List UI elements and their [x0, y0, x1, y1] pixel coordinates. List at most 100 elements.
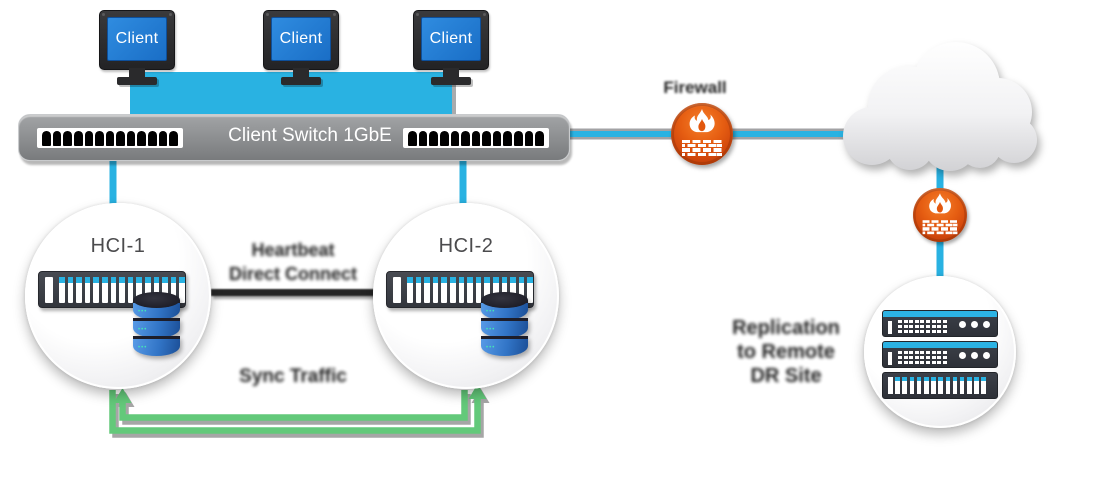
drive-slot — [959, 377, 965, 394]
vent-hole — [903, 324, 908, 329]
drive-slot — [162, 276, 168, 303]
client-switch: Client Switch 1GbE — [18, 114, 570, 161]
vent-hole — [914, 320, 919, 324]
vent-hole — [925, 320, 930, 324]
drive-slot — [179, 276, 185, 303]
hci-2-label: HCI-2 — [438, 235, 494, 257]
client-screen: Client — [421, 17, 481, 61]
switch-port — [418, 131, 428, 146]
switch-port — [461, 131, 470, 146]
vent-hole — [914, 329, 919, 334]
switch-port — [524, 131, 534, 146]
drive-slot — [432, 276, 439, 303]
vent-hole — [925, 329, 930, 334]
vent-hole — [920, 324, 925, 329]
vent-hole — [925, 355, 930, 360]
drive-slot — [144, 276, 151, 303]
switch-port — [42, 131, 51, 146]
vent-hole — [920, 355, 925, 360]
vent-hole — [925, 351, 930, 355]
switch-port — [116, 131, 125, 146]
drive-slot — [110, 276, 117, 303]
rack-server-icon — [882, 372, 998, 399]
status-light — [983, 321, 990, 328]
vent-hole — [925, 324, 930, 329]
drive-slot — [518, 276, 525, 303]
uplink-left — [109, 156, 117, 206]
database-icon: ••• ••• ••• — [133, 292, 180, 358]
switch-port-group-left — [37, 128, 183, 148]
drive-slot — [119, 276, 125, 303]
switch-port-group-right — [403, 128, 549, 148]
drive-slot — [945, 377, 951, 394]
switch-port — [126, 131, 136, 146]
switch-port — [105, 131, 115, 146]
vent-hole — [914, 351, 919, 355]
vent-hole — [903, 351, 908, 355]
drive-slot — [501, 276, 508, 303]
vent-hole — [898, 329, 902, 334]
client-monitor-2: Client — [263, 10, 339, 85]
switch-port — [450, 131, 460, 146]
switch-port — [429, 131, 438, 146]
switch-port — [73, 131, 83, 146]
remote-node — [864, 276, 1016, 428]
vent-hole — [914, 360, 919, 365]
vent-hole — [931, 351, 936, 355]
drive-slot — [449, 276, 456, 303]
drive-slot — [424, 276, 430, 303]
monitor-stand — [129, 68, 145, 79]
vent-hole — [898, 355, 902, 360]
switch-port — [503, 131, 513, 146]
drive-slot — [902, 377, 907, 394]
vent-hole — [903, 360, 908, 365]
vent-hole — [942, 324, 947, 329]
drive-slot — [127, 276, 134, 303]
drive-slot — [170, 276, 177, 303]
database-icon: ••• ••• ••• — [481, 292, 528, 358]
switch-port — [63, 131, 72, 146]
drive-slot — [916, 377, 922, 394]
vent-hole — [903, 355, 908, 360]
hci-1-label: HCI-1 — [90, 235, 146, 257]
vent-hole — [903, 329, 908, 334]
drive-slot — [67, 276, 74, 303]
client-screen: Client — [271, 17, 331, 61]
vent-hole — [942, 329, 947, 334]
vent-hole — [925, 360, 930, 365]
sync-arrows — [109, 384, 487, 434]
status-light — [971, 352, 978, 359]
vent-hole — [909, 329, 914, 334]
switch-label: Client Switch 1GbE — [228, 125, 392, 146]
client-label: Client — [279, 30, 323, 47]
rack-server-icon — [882, 310, 998, 337]
drive-slot — [492, 276, 499, 303]
drive-slot — [59, 276, 65, 303]
drive-slot — [527, 276, 533, 303]
vent-hole — [920, 360, 925, 365]
drive-slot — [441, 276, 447, 303]
switch-port — [482, 131, 491, 146]
vent-hole — [931, 360, 936, 365]
vent-hole — [898, 320, 902, 324]
firewall-icon-2 — [913, 188, 968, 243]
status-light — [959, 352, 966, 359]
vent-hole — [931, 329, 936, 334]
hci-node-1: HCI-1 ••• ••• ••• — [25, 203, 211, 389]
switch-port — [471, 131, 481, 146]
client-monitor-3: Client — [413, 10, 489, 85]
interconnect-label: Heartbeat Direct Connect — [228, 240, 358, 284]
vent-hole — [942, 360, 947, 365]
vent-hole — [931, 355, 936, 360]
client-label: Client — [429, 30, 473, 47]
remote-label: Replication to Remote DR Site — [732, 317, 840, 387]
power-slot — [393, 276, 401, 303]
drive-slot — [952, 377, 958, 394]
switch-port — [492, 131, 502, 146]
vent-hole — [920, 329, 925, 334]
drive-slot — [415, 276, 422, 303]
switch-port — [52, 131, 62, 146]
drive-slot — [510, 276, 516, 303]
flame-icon — [929, 193, 952, 214]
